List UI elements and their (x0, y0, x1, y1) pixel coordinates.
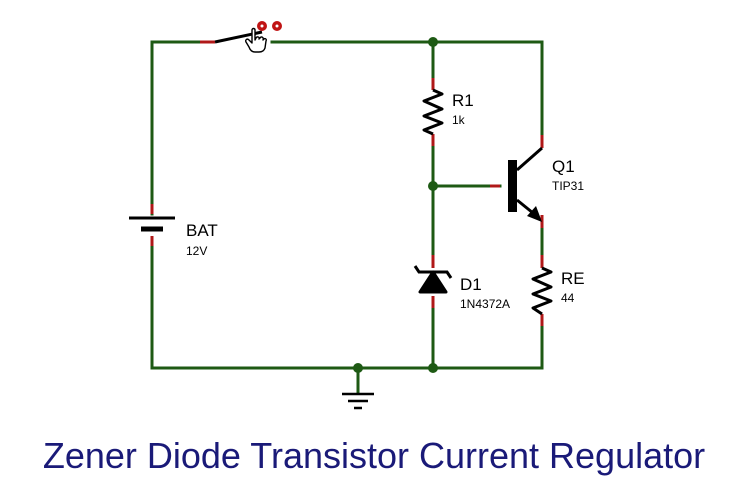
pin-ends (150, 40, 544, 326)
re-ref-label: RE (561, 269, 585, 288)
battery-symbol (129, 216, 175, 232)
resistor-r1-symbol (422, 88, 444, 136)
zener-diode-symbol (413, 265, 453, 294)
transistor-emitter-lead (516, 198, 534, 215)
q1-value-label: TIP31 (552, 179, 584, 193)
junction-base-node (428, 181, 438, 191)
switch-indicator-left-dot (260, 24, 264, 28)
wires (150, 40, 544, 394)
transistor-collector-lead (516, 146, 543, 172)
junction-top (428, 37, 438, 47)
q1-ref-label: Q1 (552, 157, 575, 176)
d1-value-label: 1N4372A (460, 297, 510, 311)
junctions (353, 37, 438, 373)
battery-value-label: 12V (186, 244, 207, 258)
r1-ref-label: R1 (452, 91, 474, 110)
labels: BAT 12V R1 1k Q1 TIP31 D1 1N4372A RE 44 (186, 91, 585, 311)
zener-triangle (418, 270, 448, 294)
re-value-label: 44 (561, 291, 575, 305)
transistor-base-bar (508, 160, 517, 212)
r1-value-label: 1k (452, 113, 466, 127)
resistor-re-symbol (531, 266, 553, 316)
ground-icon (342, 392, 374, 410)
hand-pointer-icon[interactable] (245, 27, 267, 53)
d1-ref-label: D1 (460, 275, 482, 294)
zener-bar (413, 265, 453, 279)
transistor-q1-symbol (508, 146, 543, 222)
junction-ground (353, 363, 363, 373)
battery-ref-label: BAT (186, 221, 218, 240)
transistor-emitter-arrow (527, 206, 542, 222)
switch-indicator-right-dot (275, 24, 279, 28)
diagram-title: Zener Diode Transistor Current Regulator (42, 435, 706, 476)
junction-bottom-mid (428, 363, 438, 373)
